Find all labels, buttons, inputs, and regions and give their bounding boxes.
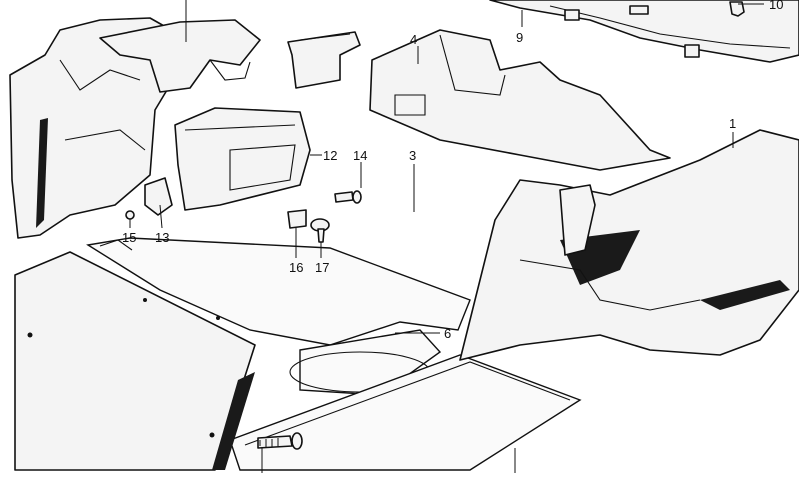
board-hole	[27, 332, 33, 338]
callout-10: 10	[769, 0, 783, 12]
trunk-floor-panel	[229, 354, 582, 471]
callout-13: 13	[155, 230, 169, 245]
callout-16: 16	[289, 260, 303, 275]
rear-panel-contour	[439, 34, 506, 96]
rear-panel-cutout	[394, 94, 426, 116]
screw-14-part	[334, 191, 354, 203]
fastener-17-shank	[317, 228, 325, 243]
leader-13	[159, 204, 163, 229]
bracket-8-part	[287, 31, 361, 89]
screw-14-head	[352, 190, 362, 204]
board-hole	[143, 298, 147, 302]
floor-mat-edge	[99, 239, 133, 251]
storage-box-12-part	[174, 107, 311, 211]
callout-6: 6	[444, 326, 451, 341]
callout-4: 4	[410, 32, 417, 47]
left-trim-shade	[36, 118, 48, 228]
callout-12: 12	[323, 148, 337, 163]
callout-3: 3	[409, 148, 416, 163]
bottom-screw-head	[291, 432, 303, 450]
right-trim-shade	[700, 280, 790, 310]
box-edge	[184, 124, 296, 131]
callout-15: 15	[122, 230, 136, 245]
clip-10-part	[729, 1, 745, 17]
rail-clip	[629, 5, 649, 15]
clip-15-part	[125, 210, 135, 220]
bottom-screw-part	[257, 435, 293, 449]
box-pocket	[229, 144, 296, 191]
clip-13-part	[144, 177, 173, 216]
board-hole	[216, 316, 220, 320]
left-side-trim-part	[9, 17, 186, 239]
rail-clip	[684, 44, 700, 58]
callout-1: 1	[729, 116, 736, 131]
rail-clip	[564, 9, 580, 21]
floor-mat-part	[86, 237, 471, 346]
fastener-16-part	[287, 209, 307, 229]
trunk-board-edge-shade	[212, 372, 255, 470]
left-trim-contour	[64, 129, 146, 151]
right-trim-bracket	[559, 184, 596, 256]
callout-9: 9	[516, 30, 523, 45]
bracket-8-edge	[299, 33, 351, 41]
rail-contour	[549, 5, 791, 49]
callout-14: 14	[353, 148, 367, 163]
callout-17: 17	[315, 260, 329, 275]
left-trim-bracket	[209, 59, 251, 81]
rear-panel-4-part	[369, 29, 671, 171]
right-trim-contour	[519, 259, 701, 311]
left-trim-contour	[59, 59, 141, 91]
board-hole	[209, 432, 215, 438]
trunk-floor-edge	[244, 361, 571, 446]
